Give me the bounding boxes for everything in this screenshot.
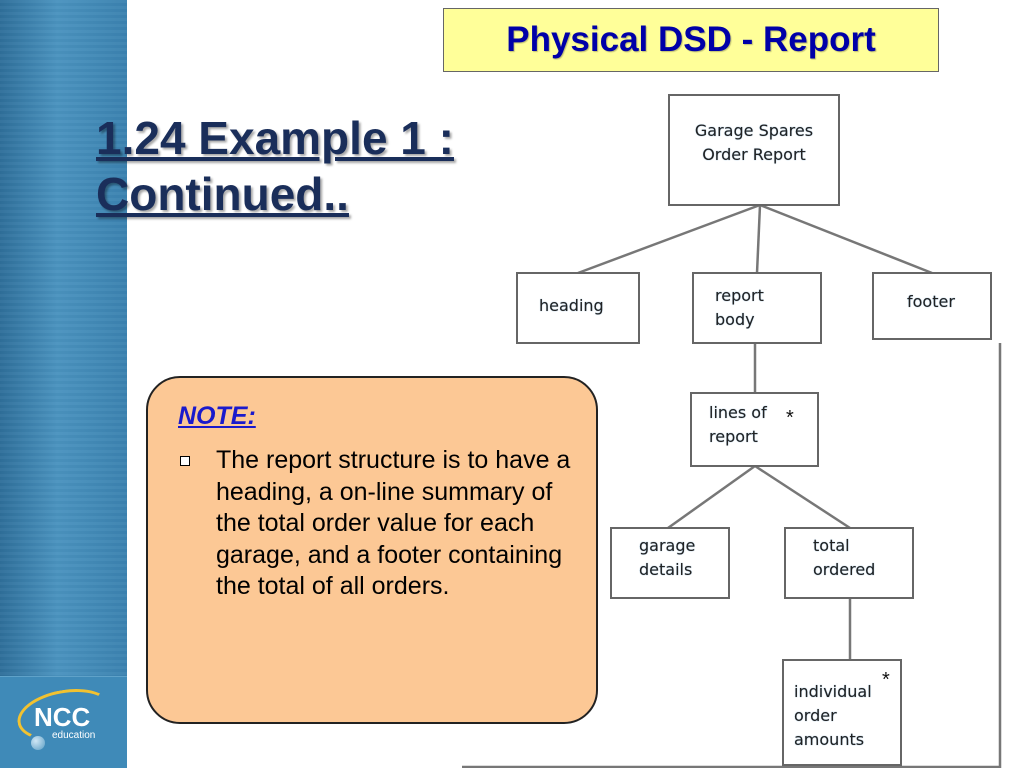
iteration-star-icon: *: [882, 669, 890, 691]
node-root: [668, 94, 840, 206]
node-label-individual-amounts: individual order amounts: [794, 682, 872, 749]
logo-brand: NCC: [34, 702, 91, 732]
checkbox-bullet-icon: [180, 456, 190, 466]
node-label-garage-details: garage details: [639, 536, 696, 579]
connector-lines-garage: [667, 464, 756, 530]
node-individual-amounts: [782, 659, 902, 766]
node-lines-of-report: [690, 392, 819, 467]
slide-heading: 1.24 Example 1 : Continued..: [96, 112, 454, 220]
slide-title-box: Physical DSD - Report: [443, 8, 939, 72]
node-total-ordered: [784, 527, 914, 599]
connector-lines-total: [754, 464, 851, 530]
node-label-footer: footer: [907, 292, 955, 311]
globe-icon: [31, 736, 45, 750]
ncc-logo: [0, 676, 127, 768]
note-title: NOTE:: [178, 402, 256, 430]
node-label-total-ordered: total ordered: [813, 536, 876, 579]
connector-root-footer: [759, 203, 933, 275]
iteration-star-icon: *: [786, 407, 794, 429]
sidebar-band: [0, 0, 127, 768]
note-callout: [146, 376, 598, 724]
connector-root-heading: [577, 203, 761, 275]
connector-root-body: [755, 204, 762, 274]
node-heading: [516, 272, 640, 344]
logo-subtitle: education: [52, 730, 96, 741]
node-label-heading: heading: [539, 296, 604, 315]
slide-title: Physical DSD - Report: [506, 20, 876, 59]
node-label-lines-of-report: lines of report: [709, 403, 767, 446]
node-footer: [872, 272, 992, 340]
note-bullet-text: The report structure is to have a headin…: [216, 446, 571, 600]
node-garage-details: [610, 527, 730, 599]
node-label-report-body: report body: [715, 286, 764, 329]
node-report-body: [692, 272, 822, 344]
node-label-root: Garage Spares Order Report: [694, 121, 814, 164]
